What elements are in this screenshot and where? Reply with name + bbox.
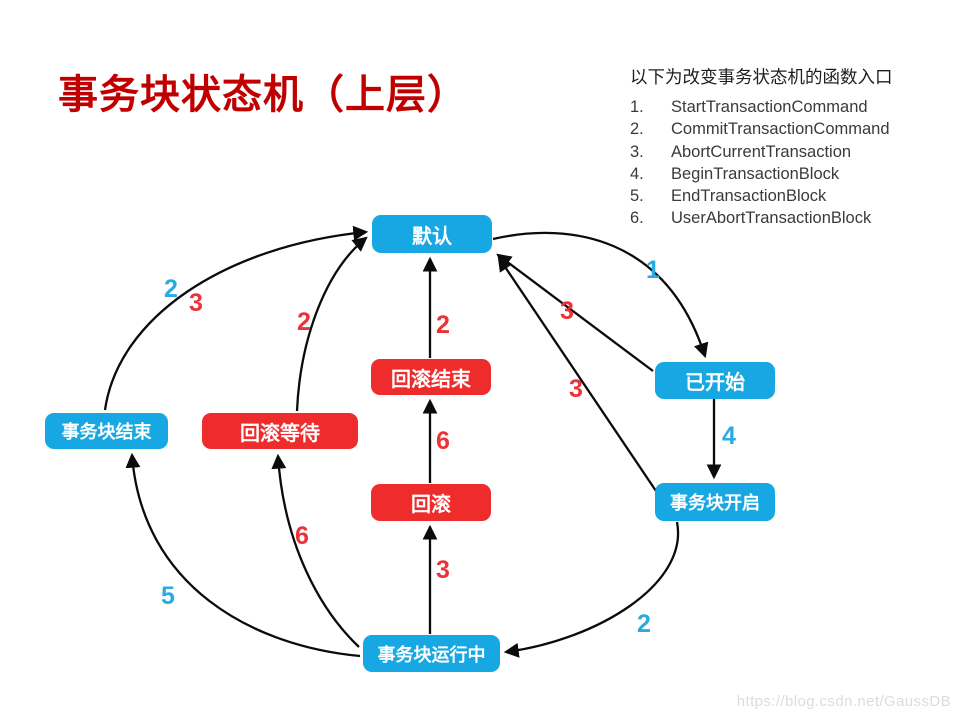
legend-item-number: 5. [630, 187, 644, 206]
arrow-tblock-end-to-default [103, 225, 369, 411]
watermark: https://blog.csdn.net/GaussDB [736, 693, 951, 710]
state-node-default[interactable]: 默认 [372, 215, 492, 253]
page-title: 事务块状态机（上层） [58, 73, 468, 117]
legend-item-number: 6. [630, 209, 644, 228]
legend-item: 4. BeginTransactionBlock [630, 163, 952, 185]
edge-label-2-tblock-end-default: 2 [164, 275, 178, 303]
legend-item: 2. CommitTransactionCommand [630, 118, 952, 140]
arrow-tblock-begin-to-running [503, 521, 680, 658]
state-node-tblock-end[interactable]: 事务块结束 [45, 413, 168, 449]
state-node-tblock-begin[interactable]: 事务块开启 [655, 483, 775, 521]
state-node-started[interactable]: 已开始 [655, 362, 775, 399]
state-node-rollback[interactable]: 回滚 [371, 484, 491, 521]
arrow-running-to-tblock-end [125, 452, 361, 658]
arrow-started-to-default [496, 253, 654, 372]
arrow-default-to-started [492, 231, 709, 359]
edge-label-6-rollback-rollback-end: 6 [436, 427, 450, 455]
arrow-rollback-wait-to-default [295, 236, 368, 412]
edge-label-3-tblock-begin-default: 3 [569, 375, 583, 403]
legend-item-label: AbortCurrentTransaction [671, 142, 852, 161]
legend-item-label: CommitTransactionCommand [671, 120, 890, 139]
edge-label-2-rollback-wait-default: 2 [297, 308, 311, 336]
arrow-running-to-rollback-wait [271, 453, 360, 648]
legend-item: 5. EndTransactionBlock [630, 185, 952, 207]
edge-label-6-running-rollback-wait: 6 [295, 522, 309, 550]
edge-label-1-default-started: 1 [646, 256, 660, 284]
legend-item-number: 3. [630, 142, 644, 161]
edge-label-3-started-default: 3 [560, 297, 574, 325]
legend-item-label: UserAbortTransactionBlock [671, 209, 872, 228]
edge-label-5-running-tblock-end: 5 [161, 582, 175, 610]
edge-label-4-started-tblock-begin: 4 [722, 422, 736, 450]
legend-item-number: 2. [630, 120, 644, 139]
legend-item: 6. UserAbortTransactionBlock [630, 207, 952, 229]
legend-item-label: EndTransactionBlock [671, 187, 827, 206]
legend-item-number: 1. [630, 98, 644, 116]
state-node-rollback-wait[interactable]: 回滚等待 [202, 413, 358, 449]
edge-label-2-rollback-end-default: 2 [436, 311, 450, 339]
edge-label-3-tblock-end-default: 3 [189, 289, 203, 317]
legend-item-number: 4. [630, 164, 644, 183]
legend-header: 以下为改变事务状态机的函数入口 [630, 67, 893, 87]
legend-item-label: StartTransactionCommand [671, 98, 868, 116]
edge-label-3-running-rollback: 3 [436, 556, 450, 584]
edge-label-2-tblock-begin-running: 2 [637, 610, 651, 638]
arrow-tblock-begin-to-default [497, 256, 657, 492]
legend-item: 3. AbortCurrentTransaction [630, 141, 952, 163]
legend-item-label: BeginTransactionBlock [671, 164, 840, 183]
state-node-tblock-running[interactable]: 事务块运行中 [363, 635, 500, 672]
state-node-rollback-end[interactable]: 回滚结束 [371, 359, 491, 395]
function-entry-list: 以下为改变事务状态机的函数入口 1. StartTransactionComma… [630, 64, 952, 230]
legend-item: 1. StartTransactionCommand [630, 96, 952, 118]
